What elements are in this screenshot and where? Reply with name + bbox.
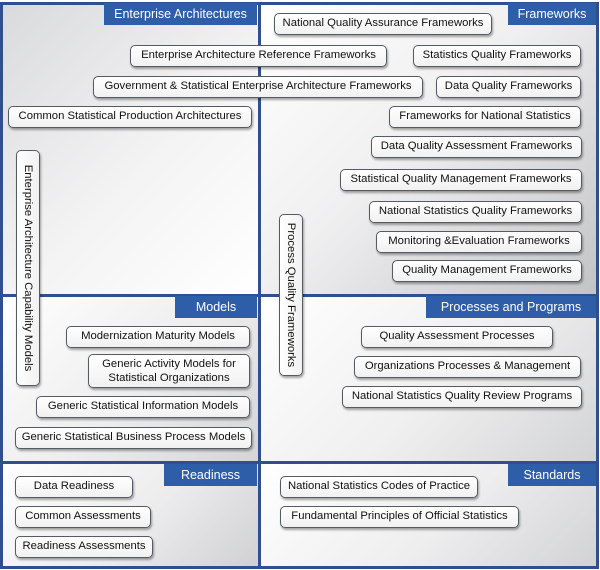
data-quality-assessment-frameworks-box: Data Quality Assessment Frameworks bbox=[371, 136, 582, 158]
frameworks-title: Frameworks bbox=[508, 3, 596, 25]
generic-statistical-business-process-models-box: Generic Statistical Business Process Mod… bbox=[15, 427, 252, 449]
common-statistical-production-architectures-box: Common Statistical Production Architectu… bbox=[8, 106, 252, 128]
enterprise-architectures-title: Enterprise Architectures bbox=[104, 3, 257, 25]
national-statistics-quality-review-programs-box: National Statistics Quality Review Progr… bbox=[342, 386, 582, 408]
processes-programs-quadrant bbox=[259, 295, 597, 463]
processes-programs-title: Processes and Programs bbox=[426, 296, 596, 318]
data-quality-frameworks-box: Data Quality Frameworks bbox=[436, 76, 581, 98]
readiness-assessments-box: Readiness Assessments bbox=[15, 536, 153, 558]
statistics-quality-frameworks-box: Statistics Quality Frameworks bbox=[413, 45, 581, 67]
fundamental-principles-official-statistics-box: Fundamental Principles of Official Stati… bbox=[280, 506, 519, 528]
models-title: Models bbox=[175, 296, 257, 318]
national-quality-assurance-frameworks-box: National Quality Assurance Frameworks bbox=[274, 13, 492, 35]
outer-border-right bbox=[596, 2, 599, 569]
frameworks-for-national-statistics-box: Frameworks for National Statistics bbox=[389, 106, 581, 128]
common-assessments-box: Common Assessments bbox=[15, 506, 151, 528]
modernization-maturity-models-box: Modernization Maturity Models bbox=[66, 326, 250, 348]
data-readiness-box: Data Readiness bbox=[15, 476, 133, 498]
generic-activity-models-box: Generic Activity Models for Statistical … bbox=[88, 354, 250, 388]
outer-border-top bbox=[0, 2, 599, 5]
organizations-processes-management-box: Organizations Processes & Management bbox=[354, 356, 581, 378]
national-statistics-quality-frameworks-box: National Statistics Quality Frameworks bbox=[369, 201, 582, 223]
quality-management-frameworks-box: Quality Management Frameworks bbox=[392, 260, 582, 282]
quality-assessment-processes-box: Quality Assessment Processes bbox=[361, 326, 553, 348]
national-statistics-codes-of-practice-box: National Statistics Codes of Practice bbox=[280, 476, 478, 498]
process-quality-frameworks-label: Process Quality Frameworks bbox=[285, 222, 297, 368]
statistical-quality-management-frameworks-box: Statistical Quality Management Framework… bbox=[340, 169, 582, 191]
readiness-title: Readiness bbox=[164, 464, 257, 486]
monitoring-evaluation-frameworks-box: Monitoring &Evaluation Frameworks bbox=[376, 231, 582, 253]
outer-border-left bbox=[0, 2, 3, 569]
generic-statistical-information-models-box: Generic Statistical Information Models bbox=[36, 396, 250, 418]
standards-title: Standards bbox=[508, 464, 596, 486]
horizontal-divider-lower bbox=[0, 461, 599, 464]
vertical-divider bbox=[258, 2, 261, 569]
government-statistical-ea-frameworks-box: Government & Statistical Enterprise Arch… bbox=[93, 76, 423, 98]
ea-capability-models-box: Enterprise Architecture Capability Model… bbox=[16, 150, 40, 386]
process-quality-frameworks-box: Process Quality Frameworks bbox=[279, 214, 303, 376]
outer-border-bottom bbox=[0, 566, 599, 569]
ea-reference-frameworks-box: Enterprise Architecture Reference Framew… bbox=[130, 45, 387, 67]
ea-capability-models-label: Enterprise Architecture Capability Model… bbox=[22, 164, 34, 372]
